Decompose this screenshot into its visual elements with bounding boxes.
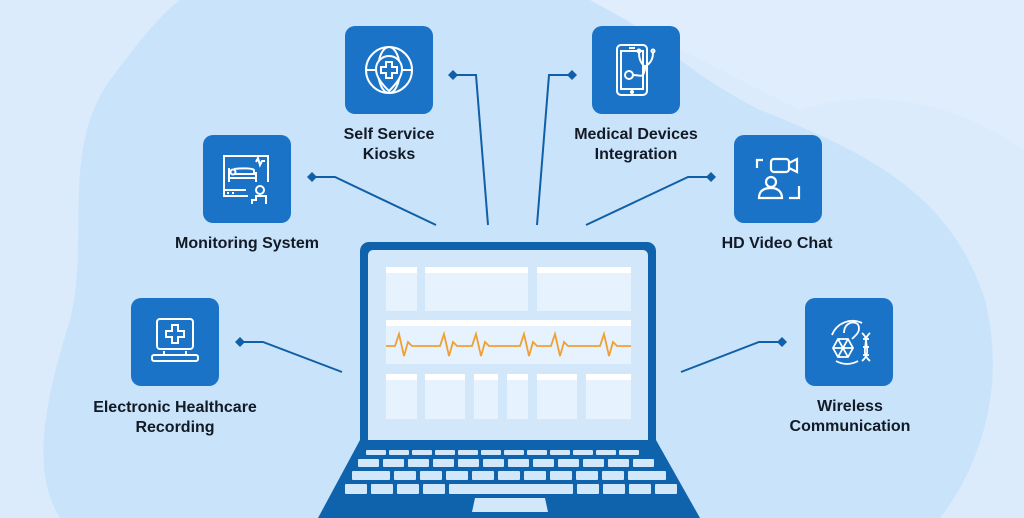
label-line: Wireless xyxy=(817,398,883,415)
network-brain-dna-icon xyxy=(831,319,871,365)
connector-medical-devices xyxy=(536,74,572,226)
connector-dot xyxy=(448,70,458,80)
tile-self-service-kiosks xyxy=(345,26,433,114)
connector-dot xyxy=(567,70,577,80)
connector-dot xyxy=(235,337,245,347)
dashboard-panel xyxy=(425,374,465,419)
tablet-stethoscope-icon xyxy=(616,44,656,96)
label-wireless-communication: Wireless Communication xyxy=(790,397,911,437)
label-line: Kiosks xyxy=(362,146,416,163)
computer-medical-cross-icon xyxy=(151,318,199,362)
label-line: Integration xyxy=(594,146,678,163)
connector-wireless xyxy=(680,341,782,373)
label-line: Medical Devices xyxy=(574,126,698,143)
label-self-service-kiosks: Self Service Kiosks xyxy=(344,125,435,165)
label-hd-video-chat: HD Video Chat xyxy=(722,234,833,254)
label-electronic-healthcare-recording: Electronic Healthcare Recording xyxy=(93,398,257,438)
tile-electronic-healthcare-recording xyxy=(131,298,219,386)
connector-hd-video-chat xyxy=(585,176,711,226)
connector-dot xyxy=(706,172,716,182)
label-line: Electronic Healthcare xyxy=(93,399,257,416)
trackpad xyxy=(472,498,548,512)
dashboard-panel xyxy=(474,374,498,419)
tile-medical-devices-integration xyxy=(592,26,680,114)
tile-monitoring-system xyxy=(203,135,291,223)
tile-hd-video-chat xyxy=(734,135,822,223)
patient-monitor-bed-icon xyxy=(223,155,269,204)
dashboard-panel xyxy=(537,374,577,419)
dashboard-panel xyxy=(386,267,417,311)
connector-dot xyxy=(777,337,787,347)
connector-ehr xyxy=(240,341,343,373)
video-call-person-icon xyxy=(755,157,801,200)
background-blob-upper-right xyxy=(590,0,1024,150)
dashboard-panel xyxy=(537,267,631,311)
label-line: Recording xyxy=(135,419,215,436)
dashboard-panels xyxy=(386,267,631,419)
heartbeat-line xyxy=(386,330,631,357)
label-line: Self Service xyxy=(343,126,435,143)
label-monitoring-system: Monitoring System xyxy=(175,234,319,254)
label-medical-devices-integration: Medical Devices Integration xyxy=(574,125,698,165)
globe-location-cross-icon xyxy=(365,46,413,94)
connector-monitoring-system xyxy=(312,176,437,226)
connector-self-service-kiosks xyxy=(453,74,489,226)
heartbeat-panel xyxy=(386,320,631,364)
label-line: Communication xyxy=(789,418,911,435)
label-line: Monitoring System xyxy=(174,235,320,252)
tile-wireless-communication xyxy=(805,298,893,386)
dashboard-panel xyxy=(507,374,528,419)
dashboard-panel xyxy=(425,267,528,311)
connector-dot xyxy=(307,172,317,182)
dashboard-panel xyxy=(586,374,631,419)
dashboard-panel xyxy=(386,374,417,419)
keyboard xyxy=(345,450,677,512)
label-line: HD Video Chat xyxy=(721,235,833,252)
